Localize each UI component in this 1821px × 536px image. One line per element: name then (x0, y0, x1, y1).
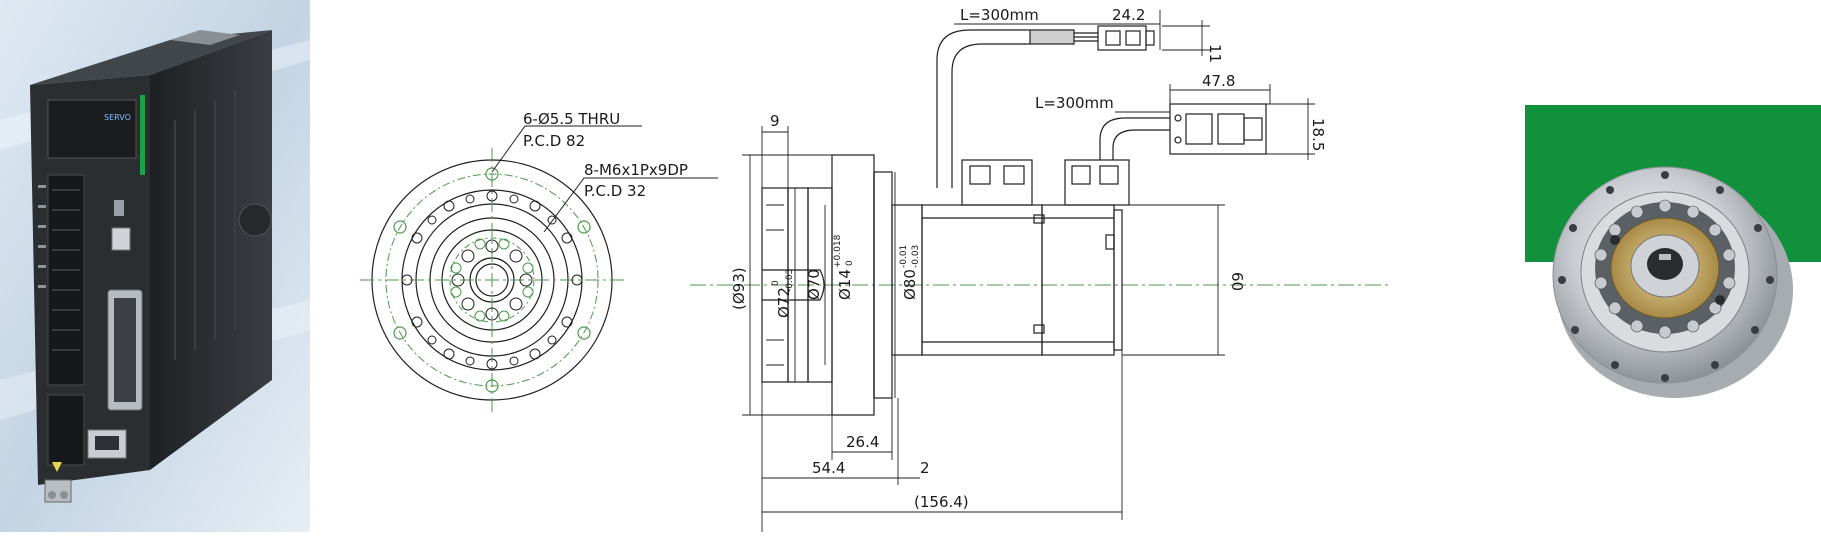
servo-drive-illustration: SERVO (0, 0, 310, 532)
flange-thickness-label: 9 (770, 112, 780, 130)
cable-length-top-label: L=300mm (960, 6, 1039, 24)
tapped-hole-label: 8-M6x1Px9DP (584, 161, 688, 179)
diameter-72-label: Ø72 (775, 287, 793, 318)
thru-hole-pcd-label: P.C.D 82 (523, 132, 585, 150)
svg-text:SERVO: SERVO (104, 113, 131, 122)
servo-drive-image: SERVO (0, 0, 310, 532)
thru-hole-label: 6-Ø5.5 THRU (523, 110, 620, 128)
drawing-canvas: 6-Ø5.5 THRU P.C.D 82 8-M6x1Px9DP P.C.D 3… (360, 6, 1390, 535)
motor-cables (936, 25, 1267, 188)
tapped-hole-pattern (451, 239, 533, 321)
diameter-14-tol-lower: 0 (845, 260, 855, 266)
connector-height-top-label: 11 (1206, 44, 1224, 63)
dimension-lines (742, 10, 1315, 535)
length-26-4-label: 26.4 (846, 433, 879, 451)
diameter-80-tol-lower: -0.03 (911, 245, 921, 268)
diameter-14-label: Ø14 (836, 269, 854, 300)
connector-length-mid-label: 47.8 (1202, 72, 1235, 90)
diameter-72-tol-lower: -0.03 (785, 269, 795, 292)
thru-hole-pattern (393, 167, 591, 393)
connector-height-mid-label: 18.5 (1309, 118, 1327, 151)
dimension-drawing: 6-Ø5.5 THRU P.C.D 82 8-M6x1Px9DP P.C.D 3… (330, 0, 1500, 535)
diameter-72-tol-upper: 0 (771, 280, 781, 286)
gear-reducer-illustration (1515, 0, 1821, 532)
body-square-label: 60 (1228, 272, 1246, 291)
gear-reducer-image (1515, 0, 1821, 532)
side-view (690, 154, 1390, 416)
cable-length-mid-label: L=300mm (1035, 94, 1114, 112)
outer-diameter-label: (Ø93) (730, 267, 748, 310)
diameter-80-tol-upper: -0.01 (899, 245, 909, 268)
length-54-4-label: 54.4 (812, 459, 845, 477)
length-2-label: 2 (920, 459, 930, 477)
front-view (360, 148, 624, 412)
total-length-label: (156.4) (914, 493, 969, 511)
tapped-hole-pcd-label: P.C.D 32 (584, 182, 646, 200)
diameter-70-label: Ø70 (805, 269, 823, 300)
diameter-14-tol-upper: +0.018 (833, 234, 843, 268)
connector-length-top-label: 24.2 (1112, 6, 1145, 24)
diameter-80-label: Ø80 (901, 269, 919, 300)
